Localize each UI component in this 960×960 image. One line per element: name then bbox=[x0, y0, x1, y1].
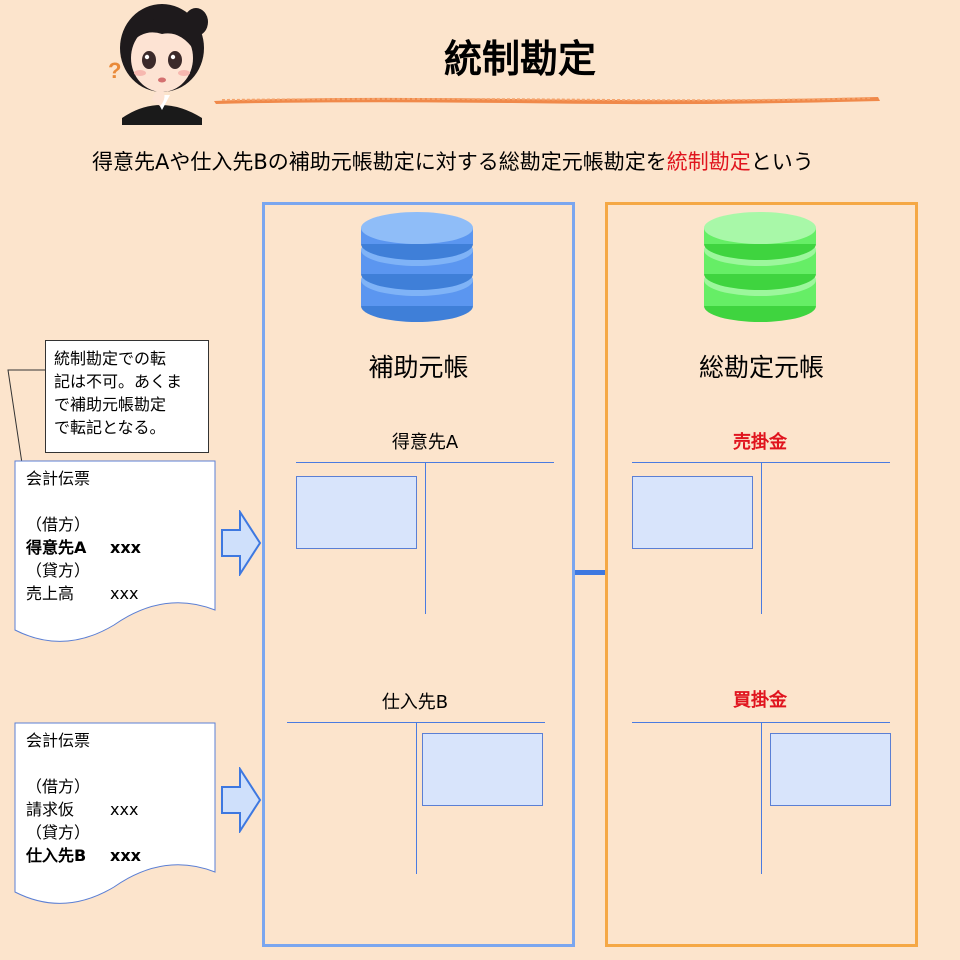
voucher-title: 会計伝票 bbox=[26, 731, 91, 750]
credit-amount: xxx bbox=[110, 846, 141, 865]
credit-account: 売上高 bbox=[26, 584, 75, 603]
voucher-document-shape bbox=[14, 722, 216, 904]
general-ledger-panel bbox=[605, 202, 918, 947]
credit-entry-box bbox=[770, 733, 891, 806]
note-line: 統制勘定での転 bbox=[54, 349, 167, 368]
svg-text:?: ? bbox=[108, 58, 121, 83]
t-account-vertical bbox=[425, 462, 426, 614]
credit-amount: xxx bbox=[110, 584, 139, 603]
note-line: で転記となる。 bbox=[54, 418, 166, 437]
debit-account: 請求仮 bbox=[26, 800, 75, 819]
account-label-supplier-b: 仕入先B bbox=[381, 692, 449, 713]
subsidiary-database-icon bbox=[361, 212, 473, 322]
credit-account: 仕入先B bbox=[26, 846, 87, 865]
credit-label: （貸方） bbox=[26, 823, 91, 842]
debit-amount: xxx bbox=[110, 800, 139, 819]
t-account-vertical bbox=[761, 722, 762, 874]
t-account-vertical bbox=[761, 462, 762, 614]
general-ledger-title: 総勘定元帳 bbox=[698, 353, 824, 382]
character-illustration: ? ? bbox=[108, 4, 208, 125]
general-database-icon bbox=[704, 212, 816, 322]
subtitle-highlight: 統制勘定 bbox=[666, 150, 751, 174]
accounting-voucher: 会計伝票 （借方） 得意先A xxx （貸方） 売上高 xxx bbox=[26, 467, 206, 605]
subtitle: 得意先Aや仕入先Bの補助元帳勘定に対する総勘定元帳勘定を統制勘定という bbox=[92, 146, 814, 176]
debit-entry-box bbox=[296, 476, 417, 549]
accounting-voucher: 会計伝票 （借方） 請求仮 xxx （貸方） 仕入先B xxx bbox=[26, 729, 206, 867]
page-title: 統制勘定 bbox=[443, 37, 596, 81]
voucher-title: 会計伝票 bbox=[26, 469, 91, 488]
note-callout: 統制勘定での転 記は不可。あくま で補助元帳勘定 で転記となる。 bbox=[45, 340, 209, 453]
subsidiary-ledger-panel bbox=[262, 202, 575, 947]
account-label-accounts-receivable: 売掛金 bbox=[733, 432, 787, 453]
credit-label: （貸方） bbox=[26, 561, 91, 580]
account-label-customer-a: 得意先A bbox=[391, 432, 459, 453]
debit-label: （借方） bbox=[26, 515, 91, 534]
debit-label: （借方） bbox=[26, 777, 91, 796]
debit-account: 得意先A bbox=[26, 538, 87, 557]
posting-arrow-icon bbox=[221, 767, 262, 833]
account-label-accounts-payable: 買掛金 bbox=[733, 690, 787, 711]
posting-arrow-icon bbox=[221, 510, 262, 576]
credit-entry-box bbox=[422, 733, 543, 806]
voucher-document-shape bbox=[14, 460, 216, 642]
subsidiary-ledger-title: 補助元帳 bbox=[368, 353, 469, 382]
t-account-vertical bbox=[416, 722, 417, 874]
debit-entry-box bbox=[632, 476, 753, 549]
title-underline bbox=[214, 97, 880, 105]
control-account-connector bbox=[575, 570, 605, 575]
subtitle-text-1: 得意先Aや仕入先Bの補助元帳勘定に対する総勘定元帳勘定を bbox=[92, 150, 667, 174]
note-line: で補助元帳勘定 bbox=[54, 395, 167, 414]
subtitle-text-2: という bbox=[750, 150, 814, 174]
note-line: 記は不可。あくま bbox=[54, 372, 183, 391]
debit-amount: xxx bbox=[110, 538, 141, 557]
